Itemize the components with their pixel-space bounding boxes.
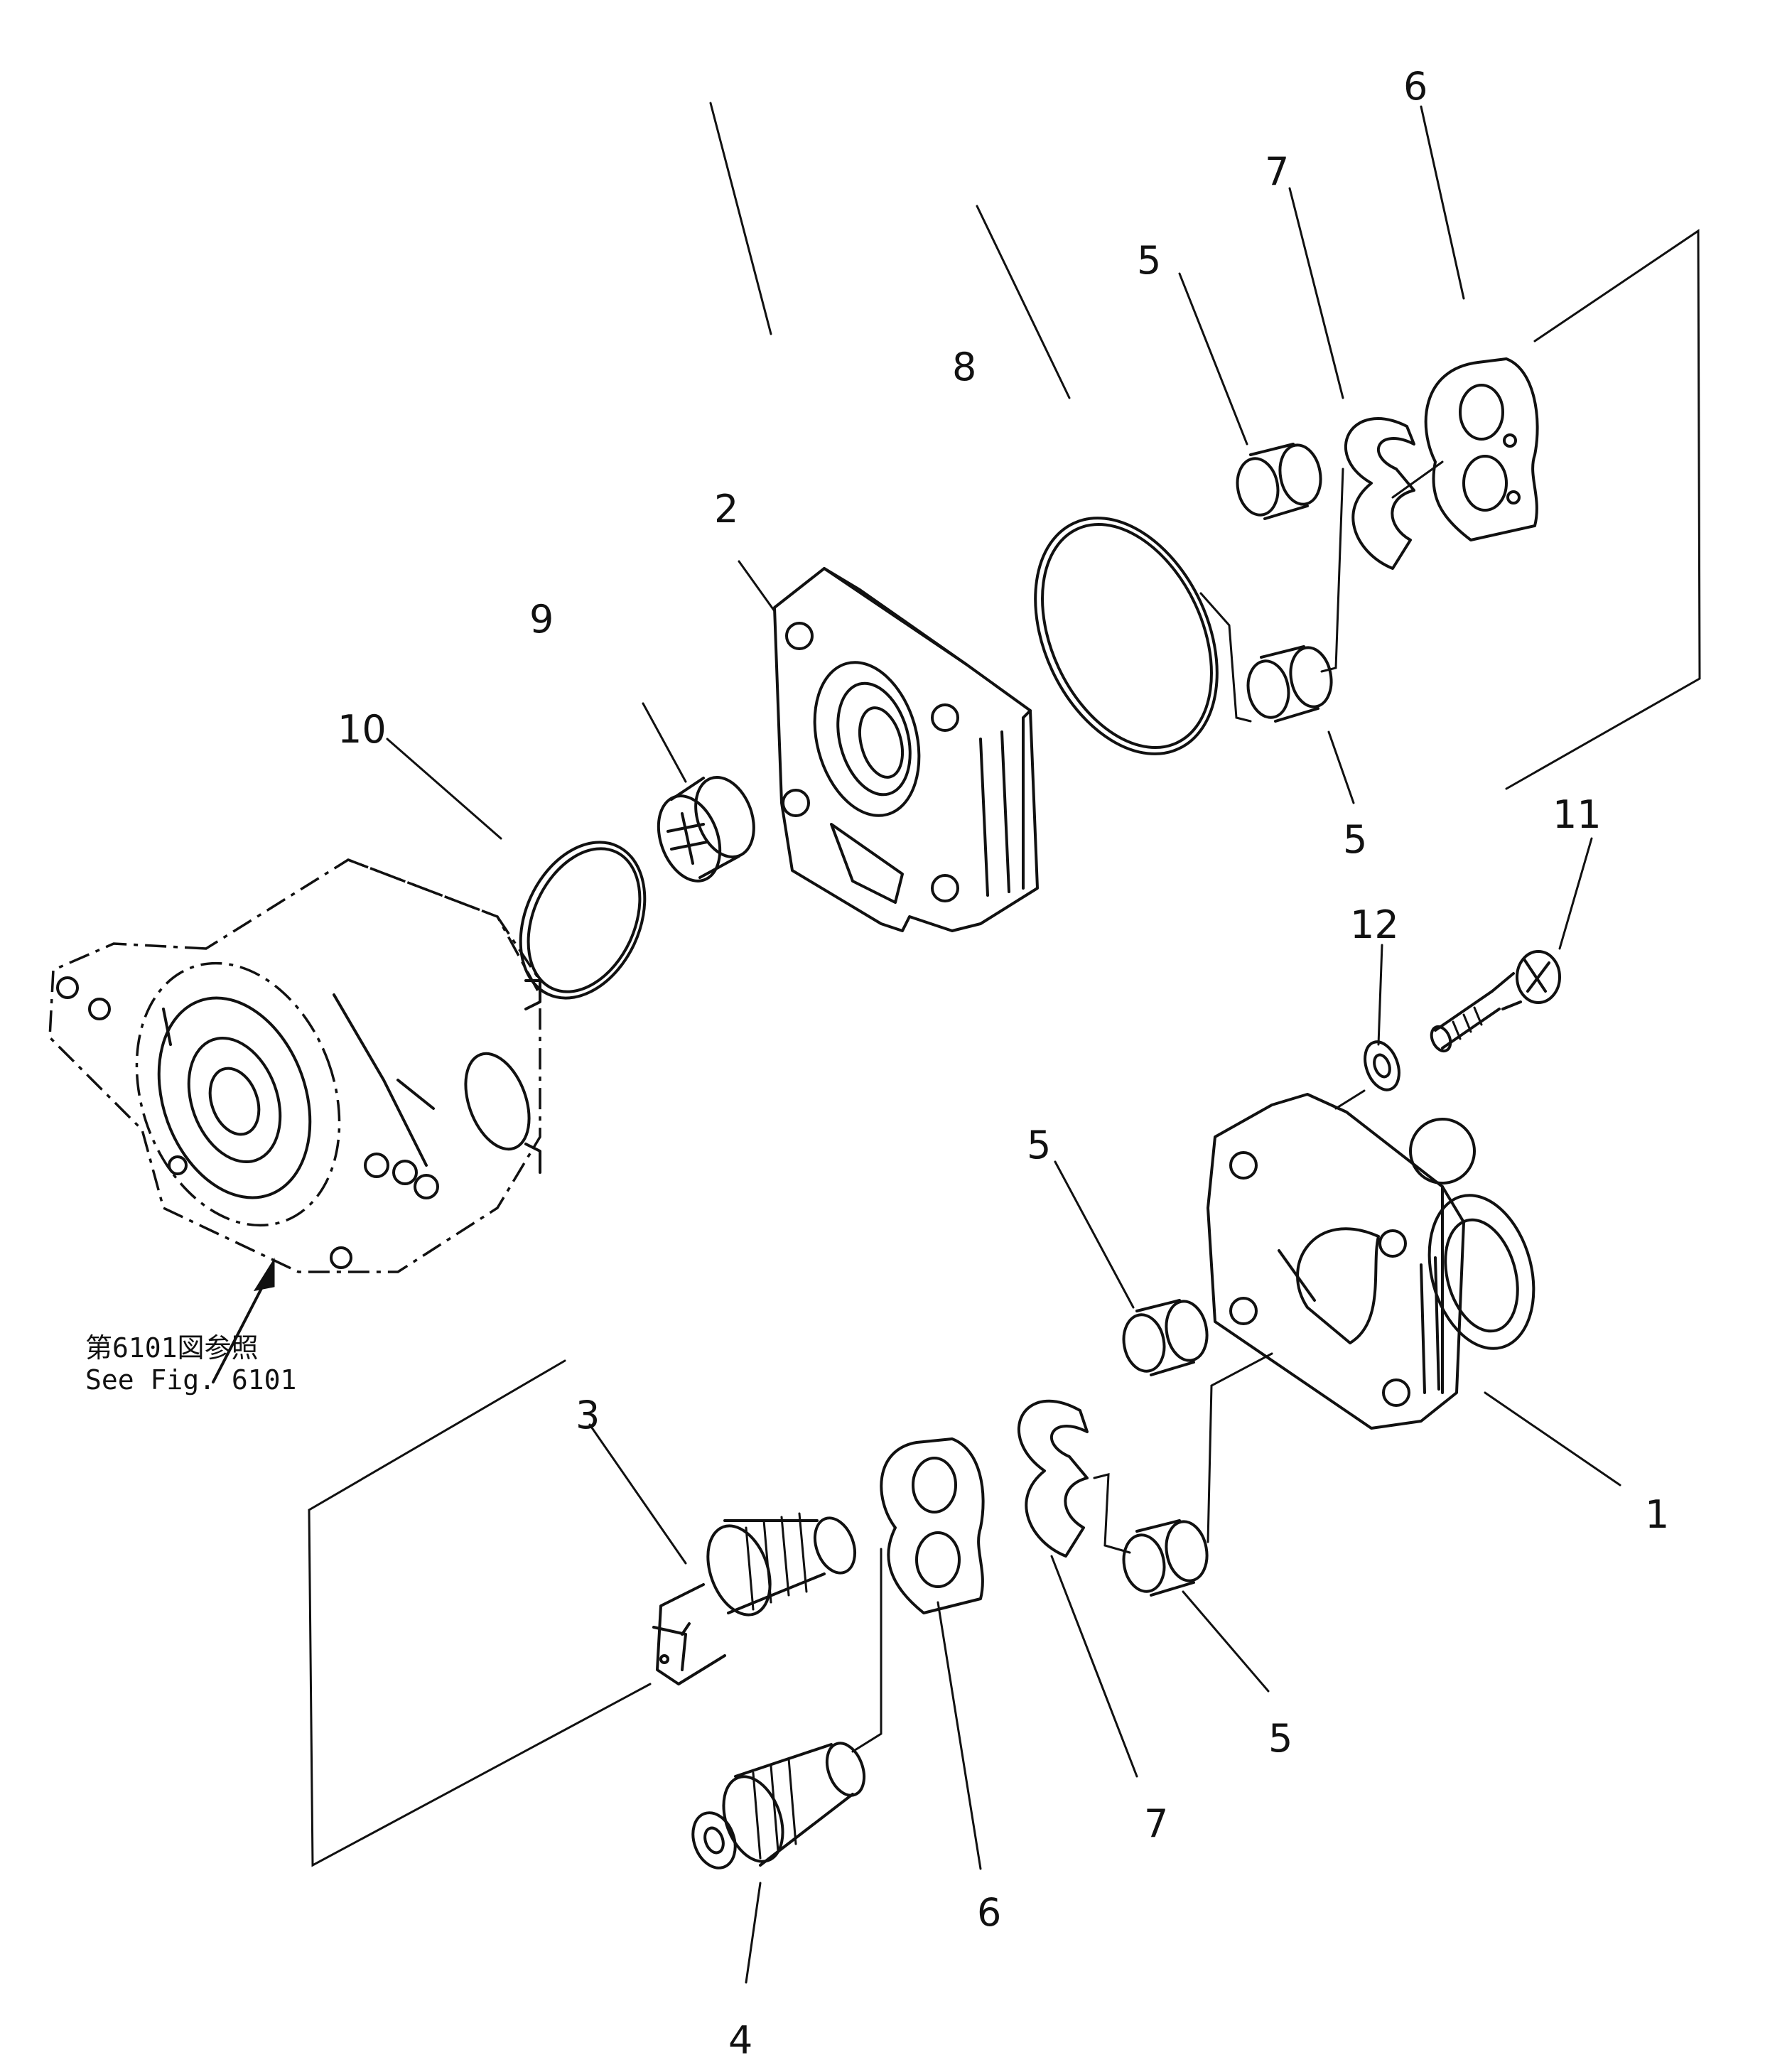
part-6-side-plate-lower [880,1437,985,1614]
callout-12: 12 [1350,902,1399,947]
callout-labels: 1 2 3 4 5 5 5 5 6 6 7 7 8 9 10 11 12 [338,64,1669,2063]
part-10-o-ring [519,841,647,1000]
part-5-bushing-upper-a [1236,443,1322,520]
callout-7-lower: 7 [1144,1801,1168,1846]
part-5-bushing-upper-b [1246,645,1333,723]
callout-8: 8 [952,345,976,389]
part-6-side-plate-upper [1424,357,1539,541]
callout-5-upper-b: 5 [1343,817,1367,862]
reference-arrow [212,1257,275,1383]
part-5-bushing-lower-a [1122,1299,1209,1376]
part-12-washer [1364,1040,1400,1091]
part-5-bushing-lower-b [1122,1519,1209,1597]
callout-11: 11 [1553,792,1602,837]
callout-5-lower-a: 5 [1027,1123,1051,1167]
part-1-end-housing [1207,1093,1535,1430]
reference-note: 第6101図参照 See Fig. 6101 [85,1332,296,1396]
pump-body-reference [48,858,541,1273]
part-4-driven-gear [691,1742,866,1869]
reference-note-japanese: 第6101図参照 [85,1332,259,1364]
callout-6-upper: 6 [1403,64,1427,109]
callout-2: 2 [714,487,738,532]
part-7-seal-lower [1017,1399,1089,1558]
part-11-bolt [1430,950,1561,1053]
reference-note-english: See Fig. 6101 [85,1364,296,1396]
callout-9: 9 [529,597,554,642]
part-9-coupling [657,775,755,883]
callout-5-lower-b: 5 [1268,1716,1292,1761]
part-2-cover-plate [773,567,1039,932]
callout-3: 3 [576,1393,600,1437]
assembly-guide-lines [308,229,1701,1867]
callout-1: 1 [1645,1492,1669,1537]
part-7-seal-upper [1344,417,1415,570]
callout-5-upper-a: 5 [1137,238,1161,283]
leader-lines [386,102,1621,1984]
callout-4: 4 [728,2018,752,2063]
callout-10: 10 [338,707,387,752]
callout-6-lower: 6 [977,1890,1001,1935]
part-8-o-ring [1034,517,1219,755]
part-3-drive-gear [652,1512,857,1685]
callout-7-upper: 7 [1265,149,1289,194]
